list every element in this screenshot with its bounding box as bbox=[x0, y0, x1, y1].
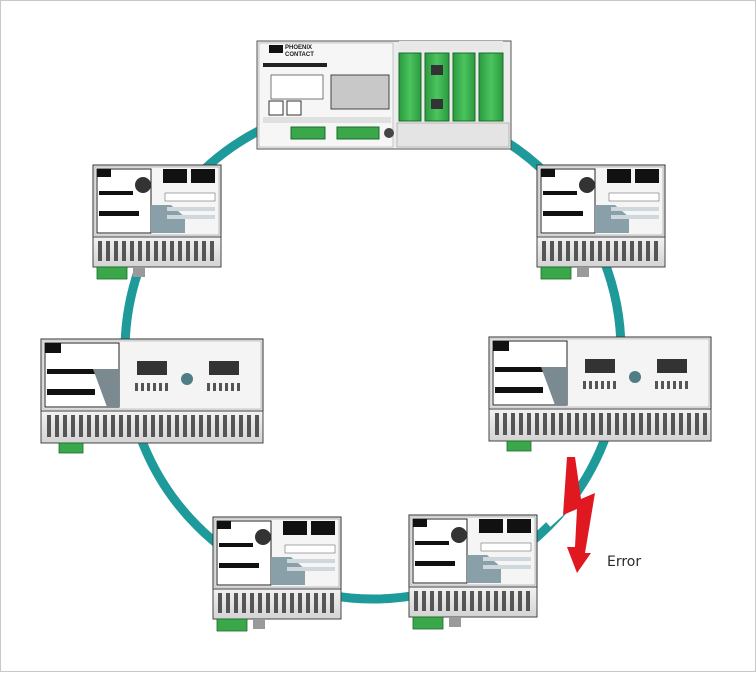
io-modules bbox=[396, 41, 510, 148]
controller-device: PHOENIX CONTACT bbox=[256, 40, 512, 150]
logo-line1: PHOENIX bbox=[285, 45, 312, 51]
io-station-middle-left bbox=[40, 338, 264, 454]
error-label: Error bbox=[607, 554, 641, 570]
io-station-middle-right bbox=[488, 336, 712, 452]
error-lightning-icon bbox=[563, 457, 595, 573]
io-station-top-right bbox=[536, 164, 666, 280]
logo-line2: CONTACT bbox=[285, 52, 314, 58]
ring-break bbox=[539, 495, 573, 527]
io-station-top-left bbox=[92, 164, 222, 280]
io-station-bottom-right bbox=[408, 514, 538, 630]
logo: PHOENIX CONTACT bbox=[269, 45, 314, 58]
io-station-bottom-left bbox=[212, 516, 342, 632]
